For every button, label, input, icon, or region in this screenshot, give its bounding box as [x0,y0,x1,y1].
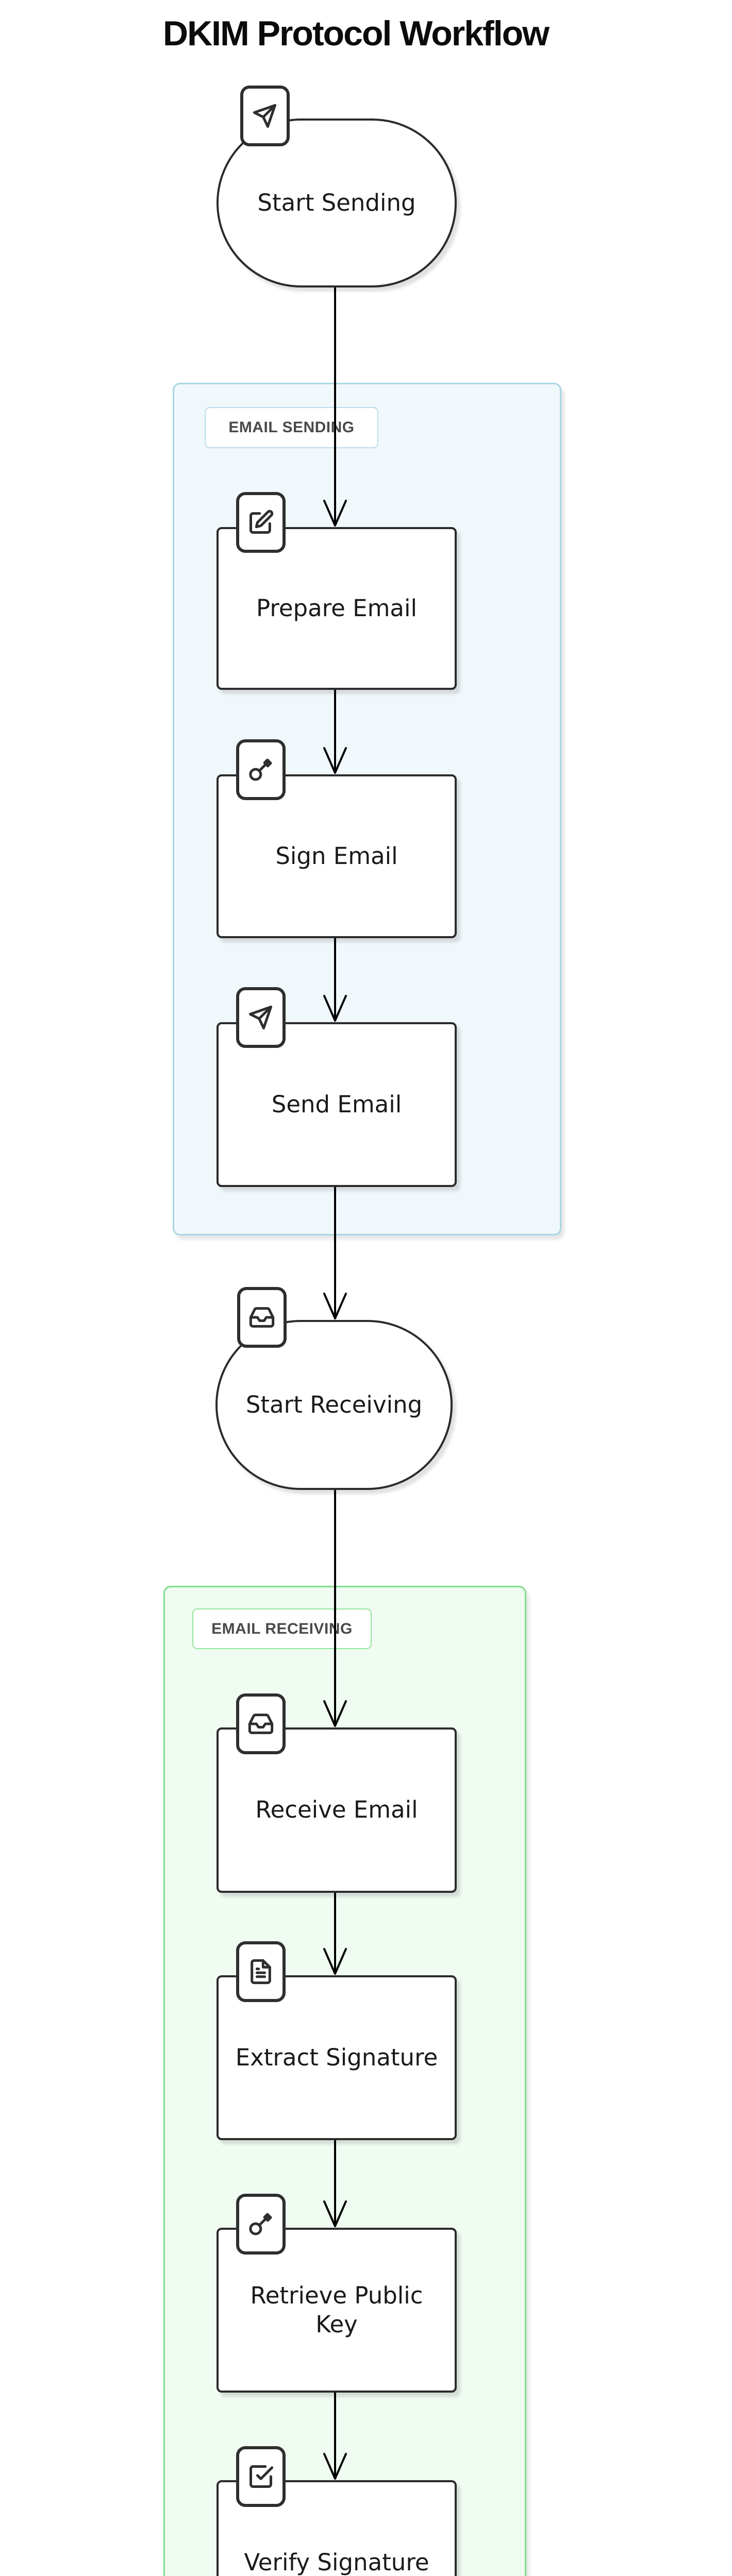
send-icon [240,86,290,146]
node-label: Extract Signature [235,2043,438,2071]
arrowhead [323,2200,347,2227]
send-icon [247,1004,274,1031]
file-text-icon [247,1958,274,1985]
arrowhead [323,500,347,527]
node-label: Sign Email [275,842,398,870]
subgraph-label-email-receiving: EMAIL RECEIVING [192,1608,372,1649]
arrowhead [323,747,347,774]
arrowhead [323,1293,347,1319]
arrowhead [323,2453,347,2480]
inbox-icon [236,1693,286,1754]
arrowhead [323,1700,347,1727]
node-label: Retrieve Public Key [250,2281,423,2338]
node-retrieve-public-key: Retrieve Public Key [217,2228,457,2393]
node-send-email: Send Email [217,1022,457,1187]
node-prepare-email: Prepare Email [217,527,457,690]
subgraph-label-text: EMAIL SENDING [228,419,355,436]
node-label: Prepare Email [256,594,418,622]
node-label: Start Receiving [245,1391,423,1418]
page-title: DKIM Protocol Workflow [162,14,550,53]
send-icon [252,103,278,129]
file-text-icon [236,1941,286,2002]
key-icon [236,739,286,800]
node-extract-signature: Extract Signature [217,1975,457,2140]
node-label: Start Sending [257,189,416,216]
key-icon [247,756,274,783]
check-square-icon [247,2463,274,2490]
node-receive-email: Receive Email [217,1727,457,1893]
subgraph-label-email-sending: EMAIL SENDING [205,407,378,448]
arrowhead [323,1948,347,1975]
key-icon [236,2194,286,2255]
check-square-icon [236,2446,286,2507]
arrowhead [323,995,347,1022]
edit-icon [247,509,274,536]
edit-icon [236,492,286,553]
inbox-icon [237,1287,287,1348]
node-label: Send Email [271,1090,402,1118]
node-sign-email: Sign Email [217,774,457,938]
inbox-icon [247,1710,274,1737]
node-label: Verify Signature [244,2548,429,2576]
node-start-receiving: Start Receiving [215,1320,453,1490]
inbox-icon [248,1304,275,1331]
node-start-sending: Start Sending [217,118,457,287]
node-label: Receive Email [255,1796,418,1824]
key-icon [247,2211,274,2238]
send-icon [236,987,286,1048]
subgraph-label-text: EMAIL RECEIVING [211,1620,353,1637]
